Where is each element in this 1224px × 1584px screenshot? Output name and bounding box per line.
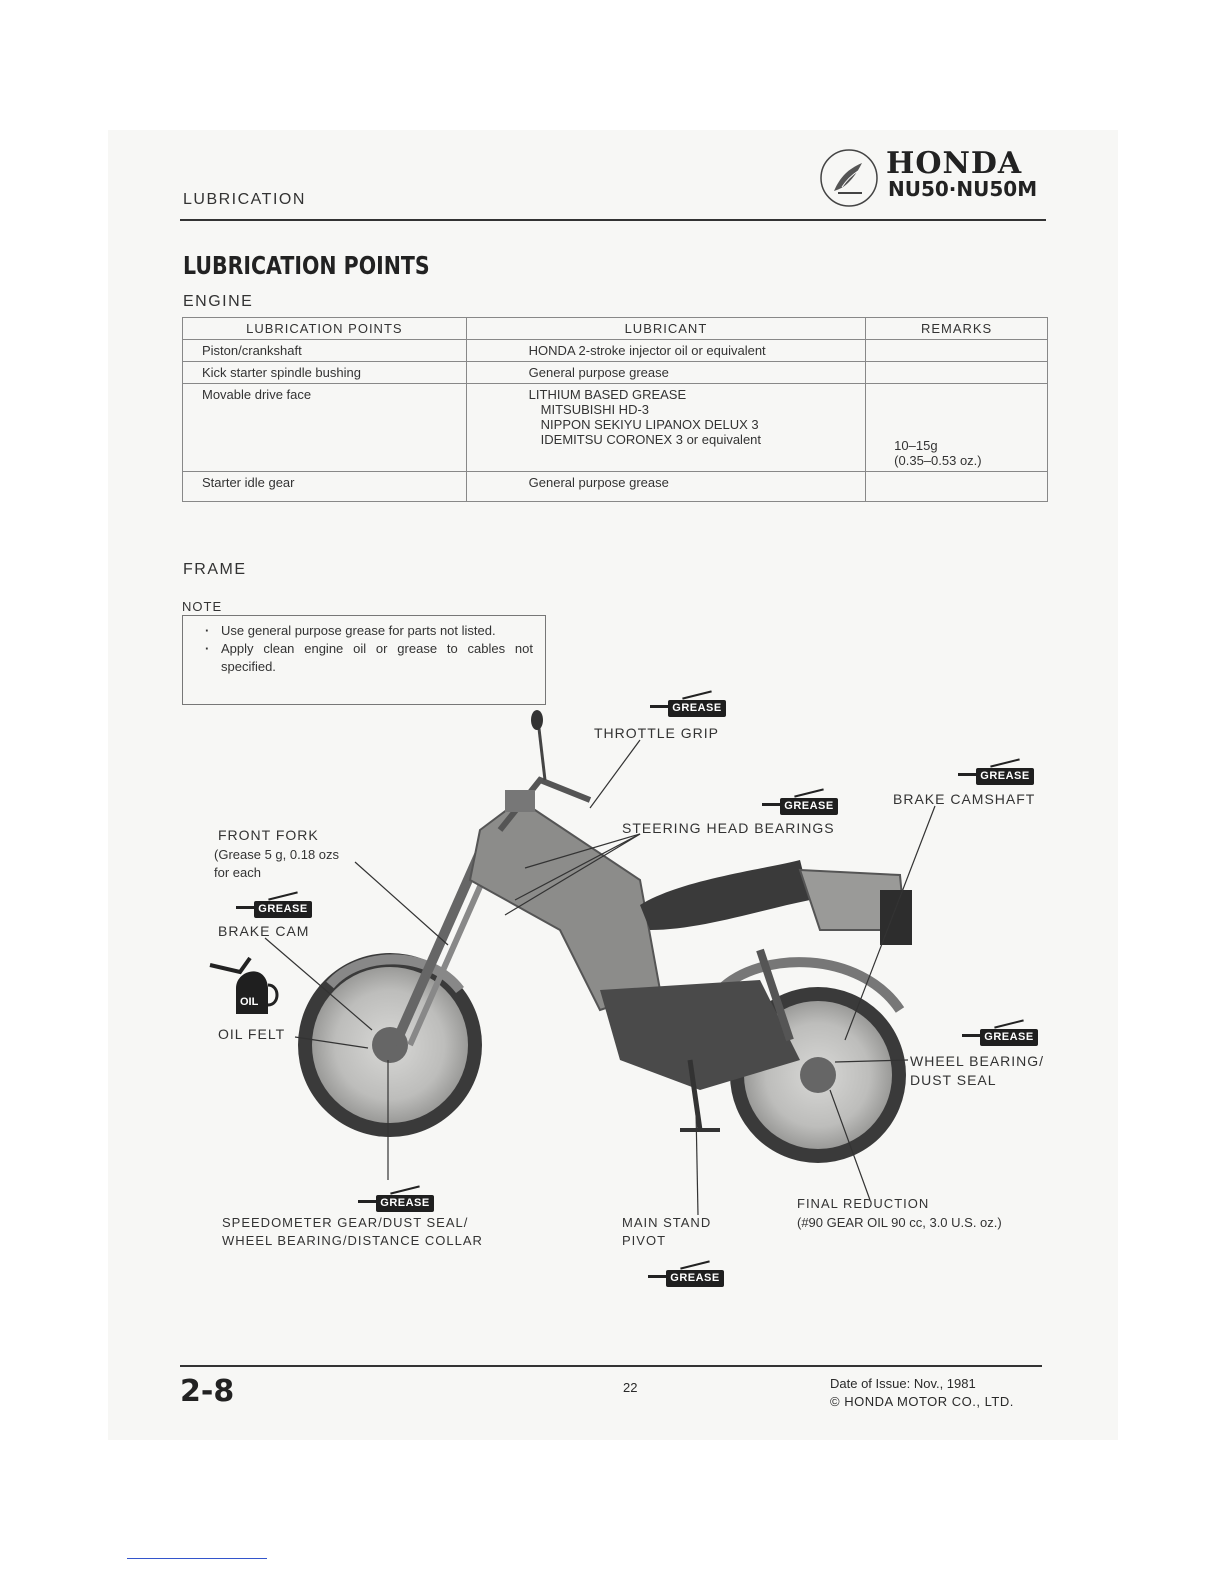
label-speedometer: WHEEL BEARING/DISTANCE COLLAR [222, 1233, 483, 1248]
table-row: Starter idle gear General purpose grease [182, 471, 1048, 502]
lubricant-sub: MITSUBISHI HD-3 [540, 402, 650, 417]
leader-lines [264, 739, 936, 1216]
table-cell: 10–15g (0.35–0.53 oz.) [865, 383, 1048, 472]
page-code: 2-8 [180, 1374, 235, 1409]
label-main-stand: PIVOT [622, 1233, 667, 1248]
table-row: Piston/crankshaft HONDA 2-stroke injecto… [182, 339, 1048, 362]
column-header: LUBRICATION POINTS [182, 317, 467, 340]
grease-gun-icon: GREASE [650, 690, 730, 718]
table-cell: Movable drive face [182, 383, 467, 472]
table-header-row: LUBRICATION POINTS LUBRICANT REMARKS [182, 317, 1048, 340]
label-main-stand: MAIN STAND [622, 1215, 712, 1230]
label-throttle-grip: THROTTLE GRIP [594, 725, 720, 741]
table-cell: General purpose grease [465, 471, 867, 502]
footer-rule [180, 1365, 1042, 1367]
front-fork-note: (Grease 5 g, 0.18 ozs [214, 847, 340, 862]
label-dust-seal: DUST SEAL [910, 1072, 997, 1088]
issue-date: Date of Issue: Nov., 1981 [830, 1376, 976, 1391]
lubricant-sub: NIPPON SEKIYU LIPANOX DELUX 3 [540, 417, 759, 432]
table-cell: Kick starter spindle bushing [182, 361, 467, 384]
grease-gun-icon: GREASE [958, 758, 1038, 786]
oil-can-label: OIL [240, 996, 259, 1008]
table-row: Kick starter spindle bushing General pur… [182, 361, 1048, 384]
frame-heading: FRAME [183, 561, 247, 578]
section-header: LUBRICATION [183, 191, 306, 208]
copyright: © HONDA MOTOR CO., LTD. [830, 1394, 1014, 1409]
note-label: NOTE [182, 599, 223, 614]
grease-gun-icon: GREASE [762, 788, 842, 816]
header-rule [180, 219, 1046, 221]
label-speedometer: SPEEDOMETER GEAR/DUST SEAL/ [222, 1215, 469, 1230]
honda-wing-logo-icon [818, 147, 880, 209]
footnote-rule [127, 1558, 267, 1559]
grease-gun-icon: GREASE [236, 891, 316, 919]
grease-gun-icon: GREASE [962, 1019, 1042, 1047]
lubricant-sub: IDEMITSU CORONEX 3 or equivalent [540, 432, 762, 447]
oil-can-icon [209, 956, 279, 1014]
table-row: Movable drive face LITHIUM BASED GREASE … [182, 383, 1048, 472]
label-brake-camshaft: BRAKE CAMSHAFT [893, 791, 1036, 807]
page-number: 22 [623, 1380, 638, 1395]
engine-lubrication-table: LUBRICATION POINTS LUBRICANT REMARKS Pis… [182, 317, 1048, 502]
brand-logo: HONDA [886, 146, 1023, 181]
label-steering-head-bearings: STEERING HEAD BEARINGS [622, 820, 835, 836]
grease-gun-icon: GREASE [358, 1185, 438, 1213]
label-front-fork: FRONT FORK [218, 827, 319, 843]
remark-amount-oz: (0.35–0.53 oz.) [894, 453, 982, 468]
table-cell: Starter idle gear [182, 471, 467, 502]
note-item: Use general purpose grease for parts not… [205, 622, 533, 640]
label-final-reduction: FINAL REDUCTION [797, 1196, 930, 1211]
model-name: NU50·NU50M [888, 177, 1038, 201]
label-brake-cam: BRAKE CAM [218, 923, 310, 939]
label-final-reduction: (#90 GEAR OIL 90 cc, 3.0 U.S. oz.) [797, 1215, 1002, 1230]
note-item: Apply clean engine oil or grease to cabl… [205, 640, 533, 676]
remark-amount: 10–15g [894, 438, 938, 453]
lubricant-main: LITHIUM BASED GREASE [528, 387, 687, 402]
label-oil-felt: OIL FELT [218, 1026, 286, 1042]
engine-heading: ENGINE [183, 293, 254, 310]
table-cell [865, 471, 1048, 502]
front-fork-note: for each [214, 865, 261, 880]
note-box: Use general purpose grease for parts not… [182, 615, 546, 705]
grease-gun-icon: GREASE [648, 1260, 728, 1288]
page-title: LUBRICATION POINTS [183, 251, 430, 280]
label-wheel-bearing: WHEEL BEARING/ [910, 1053, 1045, 1069]
table-cell: LITHIUM BASED GREASE MITSUBISHI HD-3 NIP… [465, 383, 867, 472]
